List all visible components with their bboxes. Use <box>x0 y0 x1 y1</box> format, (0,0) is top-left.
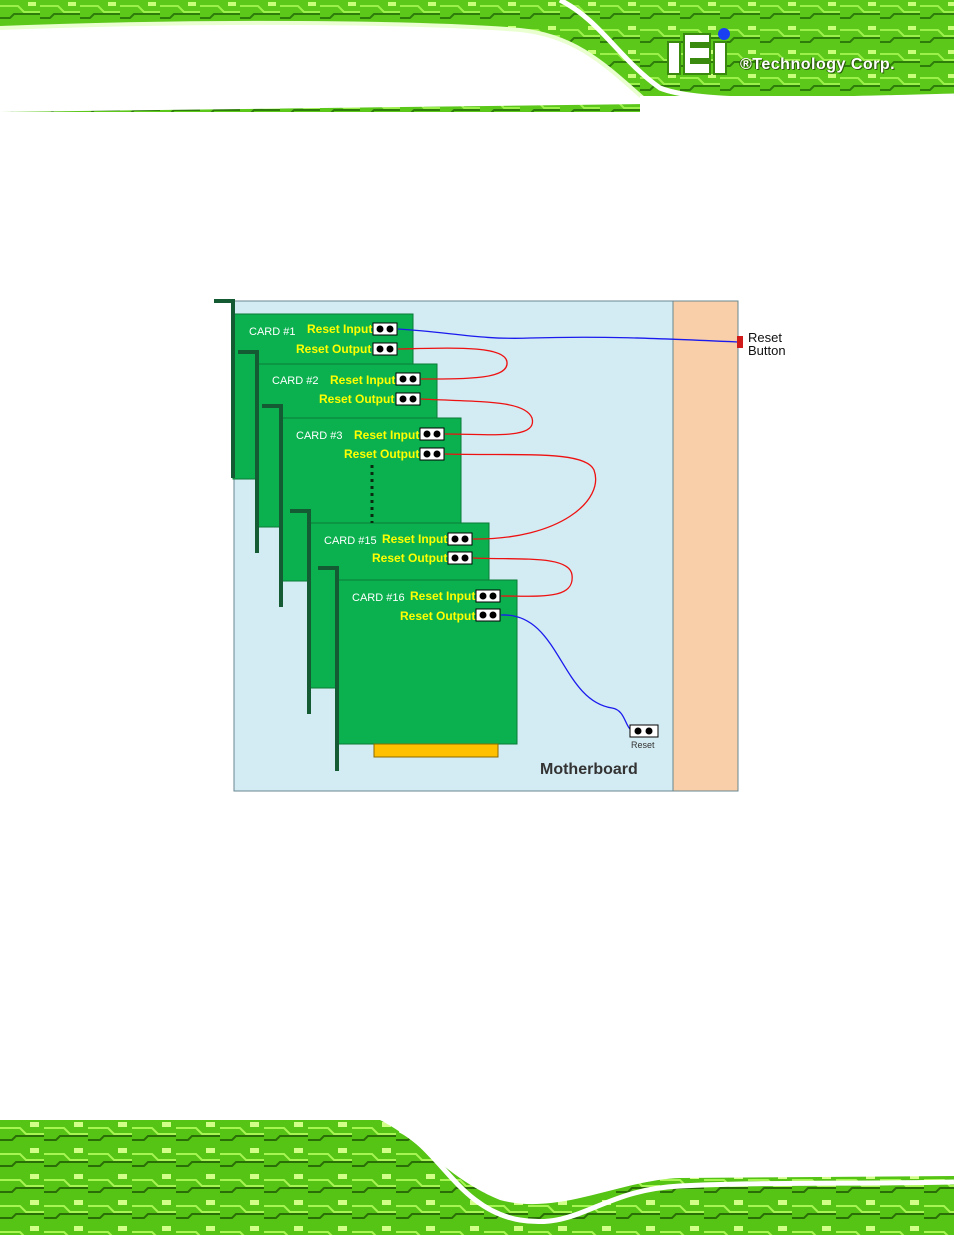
footer-banner <box>0 1120 954 1235</box>
edge-connector <box>373 743 499 758</box>
card-16-reset-input-jumper <box>475 589 501 603</box>
card-16: CARD #16 Reset Input Reset Output <box>318 566 518 771</box>
card-15-reset-input-label: Reset Input <box>382 532 447 546</box>
motherboard-reset-header <box>629 724 659 738</box>
wire-card-3-to-card-15 <box>444 453 597 540</box>
circuit-board-header-graphic <box>0 0 954 112</box>
card-15-reset-input-jumper <box>447 532 473 546</box>
card-2-reset-output-label: Reset Output <box>319 392 394 406</box>
reset-button-label-line2: Button <box>748 343 786 358</box>
diagram-canvas: CARD #1 Reset Input Reset Output CARD #2… <box>214 299 786 792</box>
card-2-reset-input-jumper <box>395 372 421 386</box>
card-1-label: CARD #1 <box>249 326 295 338</box>
card-3-reset-output-label: Reset Output <box>344 447 419 461</box>
card-16-reset-output-jumper <box>475 608 501 622</box>
card-1-reset-input-label: Reset Input <box>307 322 372 336</box>
card-3-reset-input-jumper <box>419 427 445 441</box>
wire-card-1-to-card-2 <box>397 347 508 380</box>
card-16-reset-input-label: Reset Input <box>410 589 475 603</box>
circuit-board-footer-graphic <box>0 1120 954 1235</box>
card-2-label: CARD #2 <box>272 375 318 387</box>
reset-wiring-diagram: CARD #1 Reset Input Reset Output CARD #2… <box>200 290 820 805</box>
card-1-reset-output-jumper <box>372 342 398 356</box>
reset-button-label-line1: Reset <box>748 330 782 345</box>
card-3-label: CARD #3 <box>296 430 342 442</box>
card-15-reset-output-jumper <box>447 551 473 565</box>
company-tagline: ®Technology Corp. <box>740 56 896 73</box>
chassis-panel <box>672 300 739 792</box>
motherboard-reset-label: Reset <box>631 740 655 750</box>
header-banner: ®Technology Corp. <box>0 0 954 112</box>
card-1-reset-output-label: Reset Output <box>296 342 371 356</box>
card-3-reset-output-jumper <box>419 447 445 461</box>
card-16-label: CARD #16 <box>352 592 405 604</box>
card-2-reset-output-jumper <box>395 392 421 406</box>
card-15-reset-output-label: Reset Output <box>372 551 447 565</box>
card-3-reset-input-label: Reset Input <box>354 428 419 442</box>
motherboard-label: Motherboard <box>540 761 638 778</box>
reset-button <box>737 336 743 348</box>
wire-card-15-to-card-16 <box>472 557 573 597</box>
wire-card-16-to-motherboard-reset <box>500 614 632 731</box>
card-15-label: CARD #15 <box>324 535 377 547</box>
iei-logo-icon <box>667 28 730 75</box>
card-1-reset-input-jumper <box>372 322 398 336</box>
wire-card-2-to-card-3 <box>420 398 533 436</box>
wire-reset-button-to-card-1 <box>397 328 739 343</box>
card-2-reset-input-label: Reset Input <box>330 373 395 387</box>
card-16-reset-output-label: Reset Output <box>400 609 475 623</box>
